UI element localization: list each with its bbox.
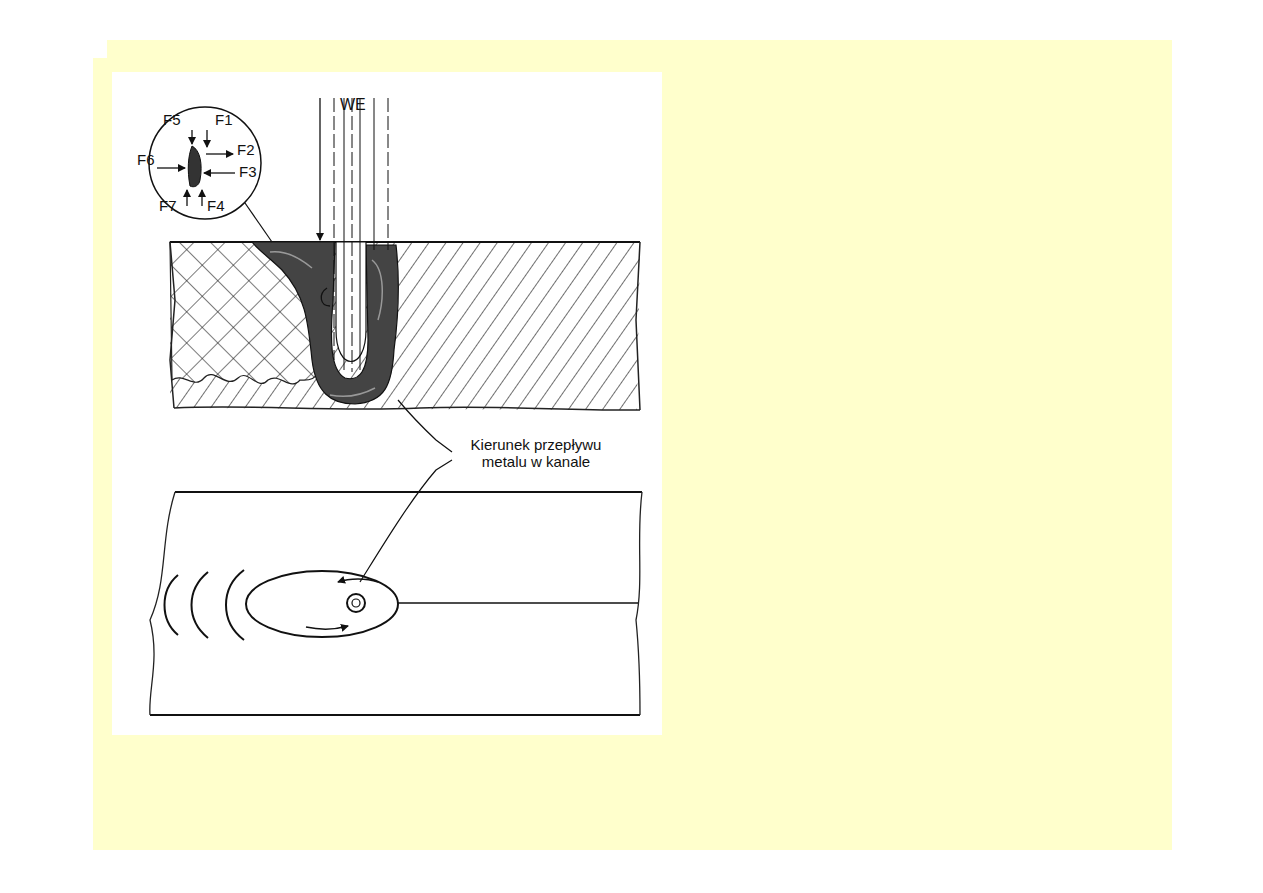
force-label: F7 bbox=[159, 198, 177, 215]
force-label: F6 bbox=[137, 152, 155, 169]
force-label: F5 bbox=[163, 112, 181, 129]
flow-note: Kierunek przepływu metalu w kanale bbox=[456, 437, 616, 470]
force-label: F4 bbox=[207, 198, 225, 215]
force-label: F1 bbox=[215, 112, 233, 129]
beam-label: WE bbox=[340, 96, 366, 114]
force-label: F3 bbox=[239, 164, 257, 181]
force-label: F2 bbox=[237, 142, 255, 159]
